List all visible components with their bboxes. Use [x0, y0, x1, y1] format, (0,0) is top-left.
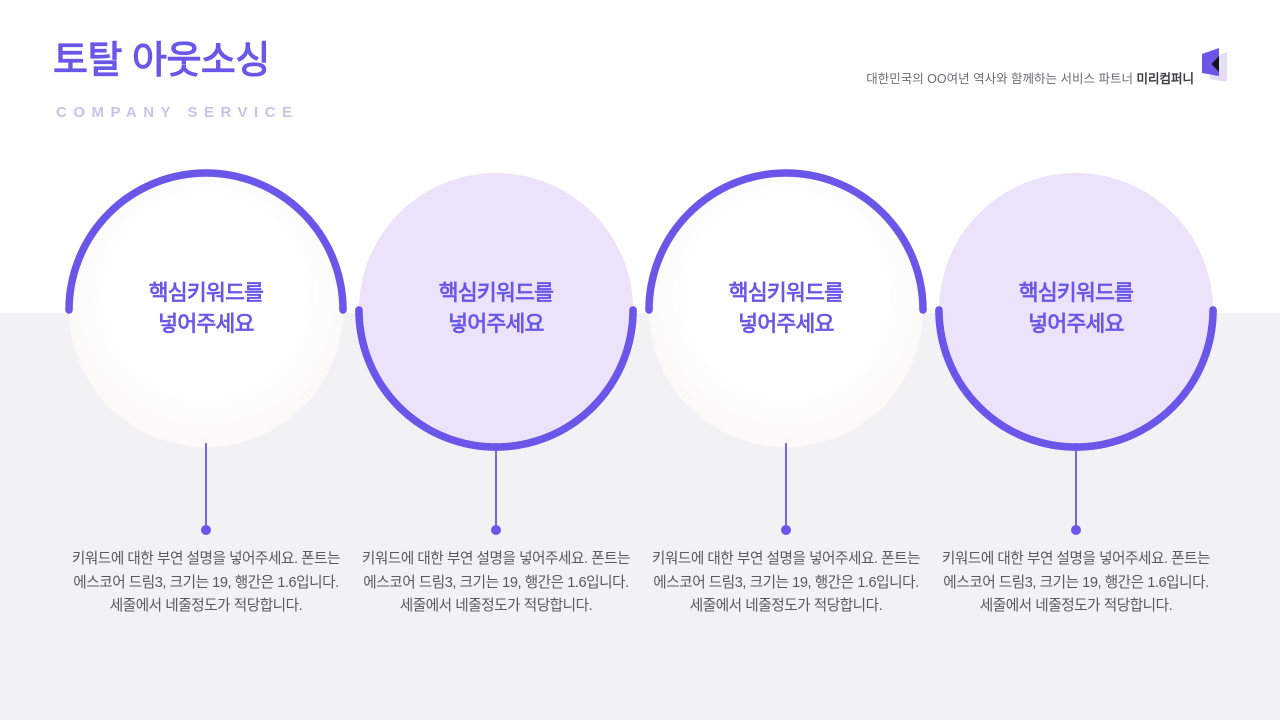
tagline-brand: 미리컴퍼니: [1136, 72, 1194, 86]
step-description-2: 키워드에 대한 부연 설명을 넣어주세요. 폰트는 에스코어 드림3, 크기는 …: [361, 551, 631, 615]
step-description-3: 키워드에 대한 부연 설명을 넣어주세요. 폰트는 에스코어 드림3, 크기는 …: [651, 551, 921, 615]
step-title-1: 핵심키워드를 넣어주세요: [148, 281, 264, 336]
step-description-4: 키워드에 대한 부연 설명을 넣어주세요. 폰트는 에스코어 드림3, 크기는 …: [941, 551, 1211, 615]
background-bottom-band: [0, 313, 1280, 720]
step-description-1: 키워드에 대한 부연 설명을 넣어주세요. 폰트는 에스코어 드림3, 크기는 …: [71, 551, 341, 615]
miri-company-logo-icon: [1202, 48, 1227, 82]
page-subtitle: COMPANY SERVICE: [56, 104, 299, 121]
step-title-3: 핵심키워드를 넣어주세요: [728, 281, 844, 336]
step-title-4: 핵심키워드를 넣어주세요: [1018, 281, 1134, 336]
tagline-prefix: 대한민국의 OO여년 역사와 함께하는 서비스 파트너: [866, 72, 1137, 86]
step-title-2: 핵심키워드를 넣어주세요: [438, 281, 554, 336]
page-title: 토탈 아웃소싱: [53, 40, 270, 82]
tagline: 대한민국의 OO여년 역사와 함께하는 서비스 파트너 미리컴퍼니: [866, 68, 1194, 87]
